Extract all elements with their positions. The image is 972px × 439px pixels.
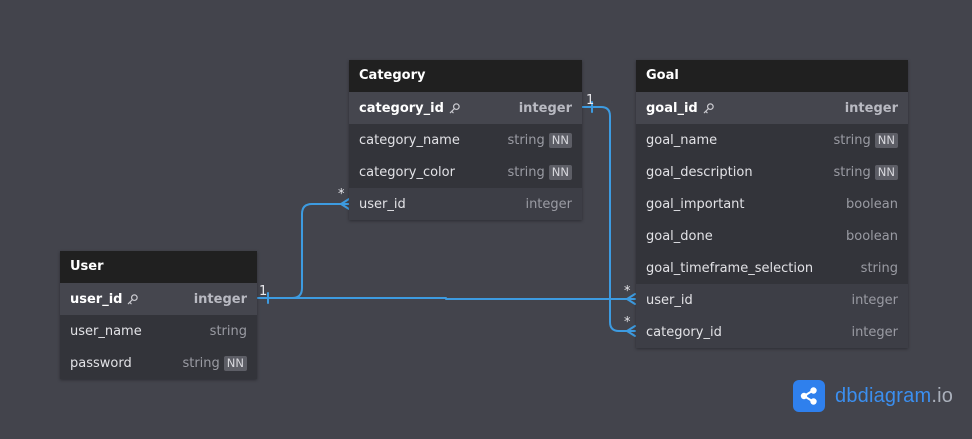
- table-field-row[interactable]: goal_timeframe_selection string: [636, 252, 908, 284]
- field-type: integer: [518, 100, 572, 116]
- table-field-row[interactable]: goal_done boolean: [636, 220, 908, 252]
- table-field-row[interactable]: user_id integer: [60, 283, 257, 315]
- field-name: password: [70, 355, 132, 371]
- field-type: string: [833, 132, 871, 148]
- brand-logo[interactable]: dbdiagram.io: [793, 380, 953, 412]
- field-name: user_id: [646, 292, 693, 308]
- field-type: string: [833, 164, 871, 180]
- table-header[interactable]: Category: [349, 60, 582, 92]
- relation-line-category-goal: [581, 106, 636, 332]
- field-type: string: [860, 260, 898, 276]
- not-null-badge: NN: [223, 355, 247, 371]
- brand-name-main: dbdiagram: [835, 384, 932, 407]
- field-type: integer: [193, 291, 247, 307]
- field-name-cell: category_id: [359, 101, 461, 116]
- field-name: category_id: [359, 100, 444, 116]
- cardinality-label: 1: [586, 93, 595, 108]
- key-icon: [128, 293, 139, 304]
- field-name: user_id: [70, 291, 123, 307]
- brand-name-suffix: .io: [931, 384, 954, 407]
- relation-line-user-category: [257, 203, 350, 299]
- table-header[interactable]: User: [60, 251, 257, 283]
- table-field-row[interactable]: user_id integer: [636, 284, 908, 316]
- cardinality-label: *: [624, 315, 631, 330]
- field-type: boolean: [846, 196, 898, 212]
- field-name: category_id: [646, 324, 722, 340]
- table-field-row[interactable]: goal_important boolean: [636, 188, 908, 220]
- table-field-row[interactable]: goal_id integer: [636, 92, 908, 124]
- key-icon: [703, 102, 714, 113]
- table-user[interactable]: User user_id integer user_name string pa…: [60, 251, 257, 379]
- field-name-cell: user_id: [70, 292, 139, 307]
- not-null-badge: NN: [874, 164, 898, 180]
- field-name: goal_important: [646, 196, 745, 212]
- table-header[interactable]: Goal: [636, 60, 908, 92]
- field-name: goal_timeframe_selection: [646, 260, 814, 276]
- field-name: goal_name: [646, 132, 718, 148]
- field-name: goal_description: [646, 164, 753, 180]
- field-name: goal_id: [646, 100, 698, 116]
- not-null-badge: NN: [548, 164, 572, 180]
- cardinality-label: *: [338, 187, 345, 202]
- cardinality-label: 1: [259, 284, 268, 299]
- field-type: string: [507, 132, 545, 148]
- field-type: integer: [844, 100, 898, 116]
- field-type: string: [507, 164, 545, 180]
- share-nodes-icon: [793, 380, 825, 412]
- cardinality-label: *: [624, 284, 631, 299]
- key-icon: [449, 102, 460, 113]
- field-type: string: [182, 355, 220, 371]
- table-field-row[interactable]: user_name string: [60, 315, 257, 347]
- table-category[interactable]: Category category_id integer category_na…: [349, 60, 582, 220]
- field-name: goal_done: [646, 228, 713, 244]
- field-name-cell: goal_id: [646, 101, 715, 116]
- field-name: user_id: [359, 196, 406, 212]
- not-null-badge: NN: [548, 132, 572, 148]
- field-type: integer: [851, 324, 898, 340]
- field-type: boolean: [846, 228, 898, 244]
- not-null-badge: NN: [874, 132, 898, 148]
- field-name: user_name: [70, 323, 142, 339]
- table-field-row[interactable]: category_id integer: [349, 92, 582, 124]
- relation-line-user-goal: [257, 297, 636, 300]
- field-type: string: [209, 323, 247, 339]
- field-name: category_color: [359, 164, 455, 180]
- field-name: category_name: [359, 132, 460, 148]
- table-field-row[interactable]: category_id integer: [636, 316, 908, 348]
- field-type: integer: [851, 292, 898, 308]
- field-type: integer: [525, 196, 572, 212]
- table-field-row[interactable]: user_id integer: [349, 188, 582, 220]
- brand-name: dbdiagram.io: [835, 385, 953, 408]
